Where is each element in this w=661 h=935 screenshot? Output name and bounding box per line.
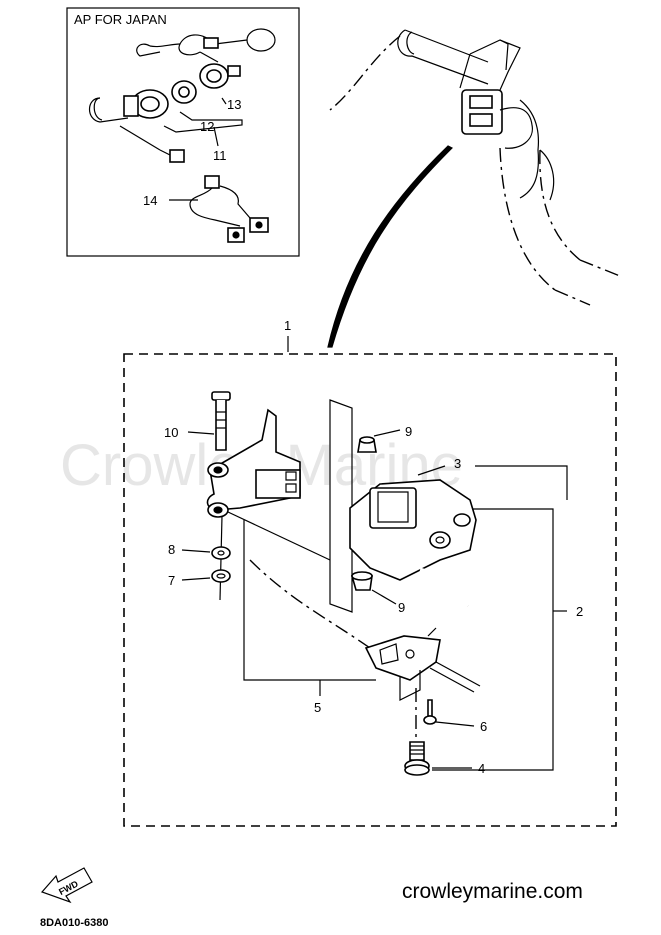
- callout-7: 7: [168, 573, 175, 588]
- throttle-lever: [206, 408, 331, 601]
- callout-9-bottom: 9: [398, 600, 405, 615]
- callout-9-top: 9: [405, 424, 412, 439]
- washer-8: [211, 546, 231, 560]
- callout-10: 10: [164, 425, 178, 440]
- inset-title: AP FOR JAPAN: [74, 12, 167, 27]
- callout-12: 12: [200, 119, 214, 134]
- callout-4: 4: [478, 761, 485, 776]
- inset-japan-panel: AP FOR JAPAN: [66, 7, 300, 257]
- callout-13: 13: [227, 97, 241, 112]
- grommet-9-bottom: [350, 571, 373, 591]
- callout-1: 1: [284, 318, 291, 333]
- sensor-bracket: [364, 627, 481, 701]
- screw-6: [423, 699, 437, 725]
- drawing-code: 8DA010-6380: [40, 917, 109, 929]
- key-switch-assembly: [88, 63, 241, 163]
- callout-5: 5: [314, 700, 321, 715]
- wire-harness: [189, 175, 269, 243]
- callout-14: 14: [143, 193, 157, 208]
- grommet-9-top: [357, 436, 377, 453]
- lanyard-loop: [136, 28, 276, 63]
- callout-11: 11: [213, 148, 227, 163]
- handlebar-grip: [329, 29, 621, 306]
- bolt-4: [404, 741, 430, 776]
- callout-6: 6: [480, 719, 487, 734]
- switch-box: [349, 479, 477, 608]
- assembly-boundary: [123, 353, 617, 827]
- callout-8: 8: [168, 542, 175, 557]
- bolt-10: [211, 391, 231, 451]
- website-label: crowleymarine.com: [402, 880, 583, 903]
- nut-7: [211, 569, 231, 583]
- assembly-leader: [327, 145, 454, 348]
- fwd-arrow: FWD: [40, 867, 93, 904]
- callout-2: 2: [576, 604, 583, 619]
- callout-3: 3: [454, 456, 461, 471]
